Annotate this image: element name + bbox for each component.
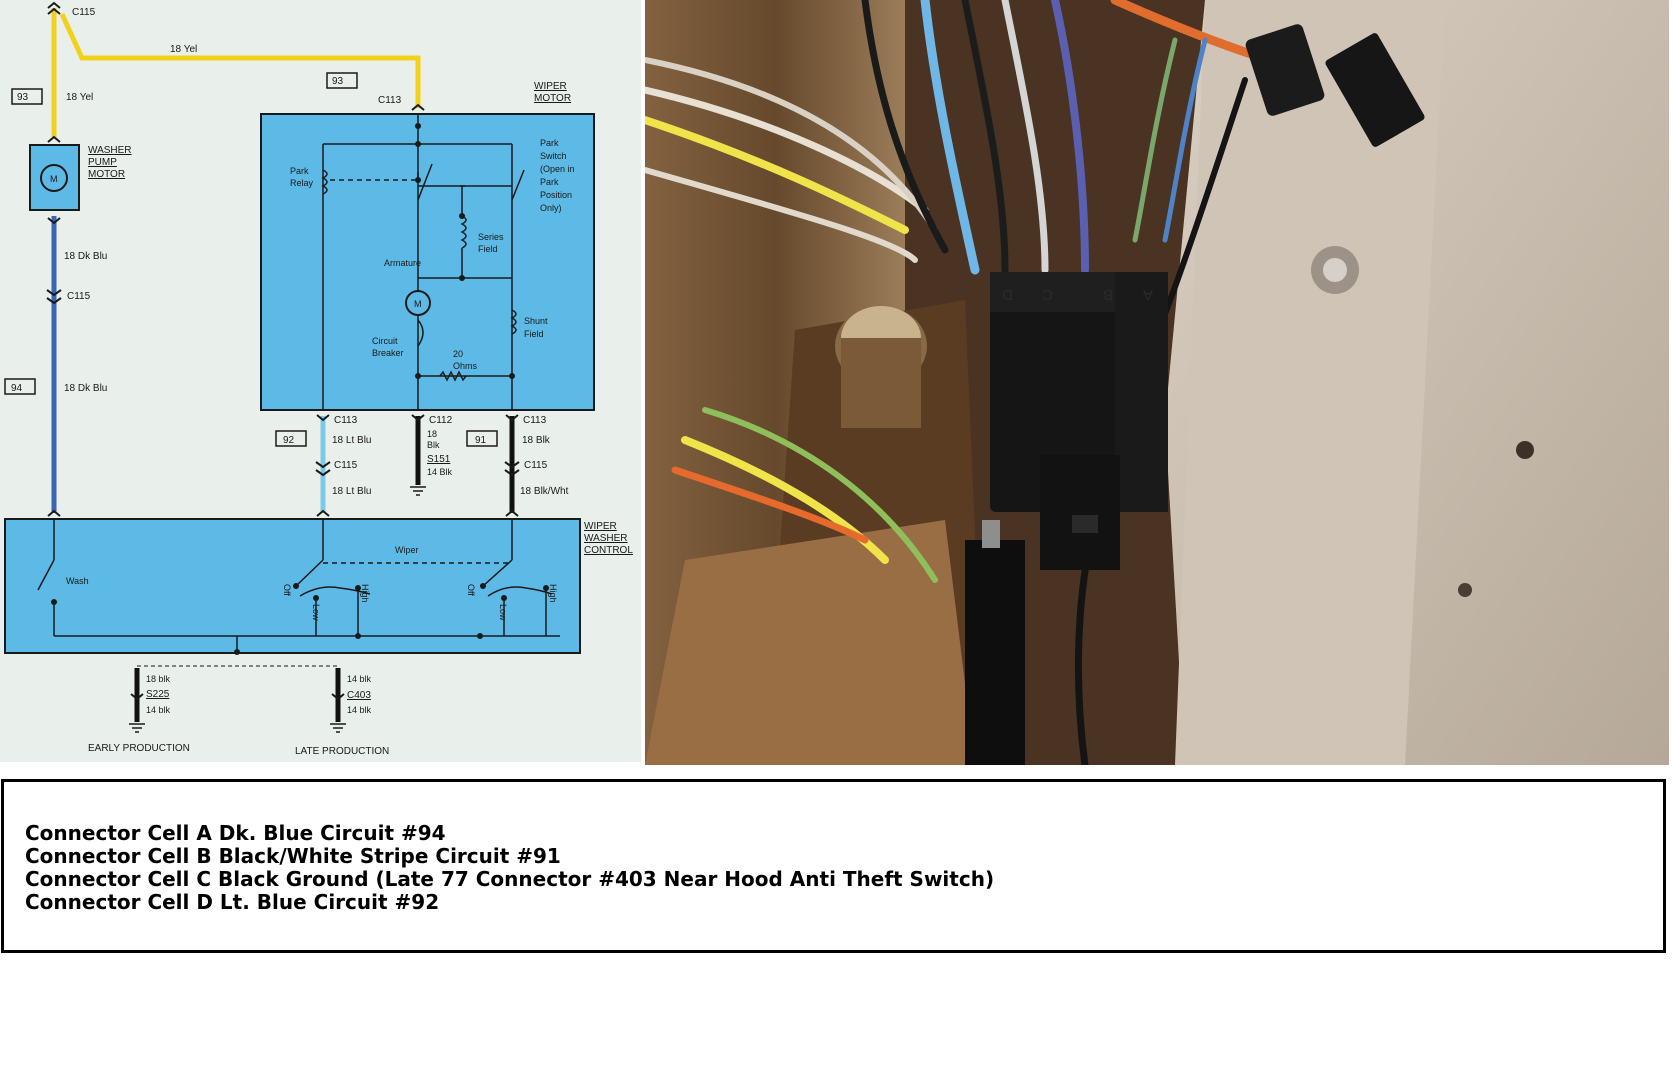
legend-line-d: Connector Cell D Lt. Blue Circuit #92 [25,890,440,914]
label-early-production: EARLY PRODUCTION [88,743,190,754]
legend-line-c: Connector Cell C Black Ground (Late 77 C… [25,867,995,891]
label-ps-1: Park [540,138,559,148]
photo-drawing: D C B A [645,0,1669,765]
photo-wires [645,0,1310,765]
label-late-production: LATE PRODUCTION [295,746,389,757]
label-ohms: Ohms [453,361,478,371]
ref-92: 92 [283,435,295,446]
label-shunt-field: Field [524,329,544,339]
label-early-14blk: 14 blk [146,705,171,715]
label-c113-b: C113 [523,415,547,426]
connector-pin-a: A [1143,286,1153,303]
legend-line-a: Connector Cell A Dk. Blue Circuit #94 [25,821,446,845]
label-breaker: Breaker [372,348,404,358]
label-wiper: Wiper [395,545,419,555]
label-motor: MOTOR [88,169,125,180]
legend-line-b: Connector Cell B Black/White Stripe Circ… [25,844,561,868]
label-off-1: Off [282,584,292,596]
junction-dots [415,123,515,379]
label-blk-wht: 18 Blk/Wht [520,486,569,497]
label-wire-yel-top: 18 Yel [170,44,197,55]
label-c113-d: C113 [334,415,358,426]
control-internals [37,519,560,652]
label-c115-d: C115 [334,460,358,471]
label-high-1: High [360,584,370,603]
label-c115-left: C115 [67,291,91,302]
ref-boxes [4,72,498,447]
label-wiper-line1: WIPER [534,81,567,92]
label-series-field: Field [478,244,498,254]
wiper-motor-box [260,113,595,411]
label-control-washer: WASHER [584,533,628,544]
connector-pin-d: D [1002,286,1013,303]
label-relay: Relay [290,178,314,188]
label-late-14blk-2: 14 blk [347,705,372,715]
label-gnd-blk: Blk [427,440,440,450]
label-ps-3: (Open in [540,164,575,174]
connector-pin-c: C [1042,286,1053,303]
label-series: Series [478,232,504,242]
main-connector [965,272,1168,765]
ref-93-right: 93 [332,76,344,87]
label-early-18blk: 18 blk [146,674,171,684]
label-ps-5: Position [540,190,572,200]
label-low-2: Low [498,604,508,621]
label-pump-m: M [50,174,58,184]
armature-motor-symbol [405,290,431,316]
label-lt-blu-2: 18 Lt Blu [332,486,371,497]
label-shunt: Shunt [524,316,548,326]
label-ps-2: Switch [540,151,567,161]
label-c403: C403 [347,690,371,701]
label-park: Park [290,166,309,176]
label-lt-blu-1: 18 Lt Blu [332,435,371,446]
connector-photo: D C B A [645,0,1669,765]
pump-motor-symbol [40,164,68,192]
label-s225: S225 [146,689,170,700]
label-ps-6: Only) [540,203,562,213]
ref-91: 91 [475,435,487,446]
label-ps-4: Park [540,177,559,187]
label-dk-blu-1: 18 Dk Blu [64,251,107,262]
label-circuit: Circuit [372,336,398,346]
connector-marks [46,1,520,701]
label-wire-yel-left: 18 Yel [66,92,93,103]
label-c115-top: C115 [72,7,96,18]
label-motor-line2: MOTOR [534,93,571,104]
connector-legend: Connector Cell A Dk. Blue Circuit #94 Co… [1,779,1666,953]
label-control-wiper: WIPER [584,521,617,532]
label-washer: WASHER [88,145,132,156]
label-c112: C112 [429,415,453,426]
label-wash: Wash [66,576,89,586]
wiring-schematic: C115 18 Yel 93 18 Yel 93 C113 WIPER MOTO… [0,0,641,762]
label-18-blk: 18 Blk [522,435,551,446]
label-low-1: Low [311,604,321,621]
ground-symbols [129,486,426,733]
control-dots [51,583,549,655]
wire-yellow-motor [59,12,421,108]
label-dk-blu-2: 18 Dk Blu [64,383,107,394]
label-armature-m: M [414,299,422,309]
label-armature: Armature [384,258,421,268]
label-pump: PUMP [88,157,117,168]
label-control-control: CONTROL [584,545,633,556]
ref-94: 94 [11,383,23,394]
label-s151: S151 [427,454,451,465]
label-gnd-18: 18 [427,429,437,439]
label-late-14blk-1: 14 blk [347,674,372,684]
schematic-drawing: C115 18 Yel 93 18 Yel 93 C113 WIPER MOTO… [4,1,633,757]
label-c113-top: C113 [378,95,402,106]
label-20: 20 [453,349,463,359]
ref-93-left: 93 [17,92,29,103]
connector-pin-b: B [1103,286,1113,303]
label-off-2: Off [466,584,476,596]
label-c115-b: C115 [524,460,548,471]
label-high-2: High [548,584,558,603]
label-14-blk: 14 Blk [427,467,453,477]
